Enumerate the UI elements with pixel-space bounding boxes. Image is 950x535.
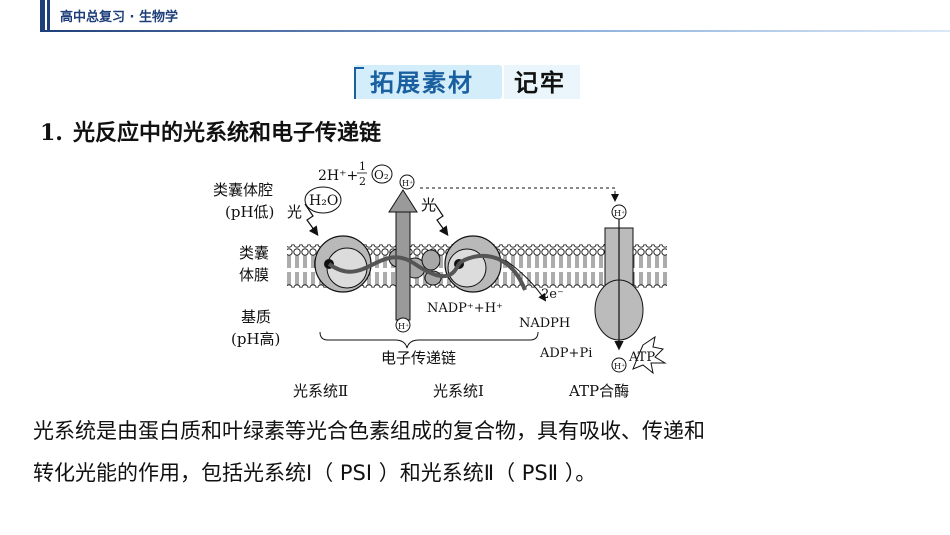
photosystem-diagram: 类囊体腔 (pH低) 光 H₂O 2H⁺+ 1 2 O₂ H⁺ H⁺ H⁺ H⁺… — [205, 160, 695, 405]
label-stroma: 基质 — [241, 308, 271, 326]
label-water: H₂O — [309, 193, 338, 209]
label-membrane-1: 类囊 — [239, 244, 269, 262]
section-heading: 1. 光反应中的光系统和电子传递链 — [40, 115, 381, 147]
header-rule — [40, 30, 950, 32]
light-squiggle-left — [304, 203, 319, 236]
section-number: 1. — [40, 120, 63, 146]
label-half-num: 1 — [359, 160, 366, 173]
label-light-right: 光 — [421, 196, 436, 214]
label-nadph: NADPH — [519, 316, 570, 331]
label-electrons: 2e⁻ — [541, 287, 564, 302]
label-atp: ATP — [628, 350, 655, 365]
header-accent-bar-thin — [47, 0, 50, 30]
banner-highlight-text: 拓展素材 — [370, 69, 474, 97]
label-adp: ADP+Pi — [539, 346, 592, 361]
banner-light-bg — [504, 65, 580, 99]
banner-rest-text: 记牢 — [514, 69, 566, 97]
label-hplus-bottom: H⁺ — [398, 322, 409, 331]
label-hplus-atp-top: H⁺ — [614, 209, 625, 218]
hplus-bottom — [395, 317, 411, 333]
label-light-left: 光 — [287, 203, 302, 221]
label-hplus-atp-bottom: H⁺ — [614, 362, 625, 371]
photosystem-ii — [314, 235, 372, 293]
label-ps1: 光系统Ⅰ — [433, 382, 484, 400]
diagram-svg: 类囊体腔 (pH低) 光 H₂O 2H⁺+ 1 2 O₂ H⁺ H⁺ H⁺ H⁺… — [213, 160, 667, 400]
label-half-den: 2 — [359, 175, 366, 188]
section-banner: 拓展素材 记牢 — [352, 61, 582, 101]
section-title: 光反应中的光系统和电子传递链 — [72, 121, 381, 146]
label-lumen-ph: (pH低) — [225, 203, 274, 221]
label-etc: 电子传递链 — [381, 349, 456, 367]
banner-highlight-bg — [354, 65, 502, 99]
explanation-paragraph: 光系统是由蛋白质和叶绿素等光合色素组成的复合物，具有吸收、传递和 转化光能的作用… — [33, 410, 933, 494]
water-circle — [304, 186, 342, 214]
label-stroma-ph: (pH高) — [231, 330, 280, 348]
hplus-atp-top — [611, 204, 627, 220]
electron-path — [327, 253, 527, 291]
etc-bracket — [319, 331, 539, 349]
light-squiggle-right — [434, 203, 449, 236]
label-lumen: 类囊体腔 — [213, 181, 273, 199]
atp-burst — [632, 335, 667, 375]
label-oxygen: O₂ — [374, 168, 389, 182]
atp-synthase — [594, 215, 644, 351]
label-hplus-top: H⁺ — [402, 179, 413, 188]
label-nadp-in: NADP⁺+H⁺ — [427, 301, 503, 316]
oxygen-circle — [371, 164, 393, 184]
proton-flow-dashed — [420, 187, 619, 202]
proton-channel-arrow — [388, 189, 418, 321]
label-atp-synthase: ATP合酶 — [568, 382, 629, 400]
paragraph-line-2: 转化光能的作用，包括光系统Ⅰ（ PSⅠ ）和光系统Ⅱ（ PSⅡ ）。 — [33, 461, 597, 485]
hplus-top — [399, 174, 415, 190]
course-label: 高中总复习 · 生物学 — [60, 10, 178, 25]
top-header-bar: 高中总复习 · 生物学 — [0, 0, 950, 32]
header-accent-bar — [40, 0, 45, 30]
label-2h: 2H⁺+ — [318, 168, 358, 184]
paragraph-line-1: 光系统是由蛋白质和叶绿素等光合色素组成的复合物，具有吸收、传递和 — [33, 419, 705, 443]
label-membrane-2: 体膜 — [239, 266, 269, 284]
label-ps2: 光系统Ⅱ — [293, 382, 348, 400]
photosystem-i — [444, 235, 502, 293]
hplus-atp-bottom — [611, 357, 627, 373]
banner-bracket — [354, 67, 364, 99]
